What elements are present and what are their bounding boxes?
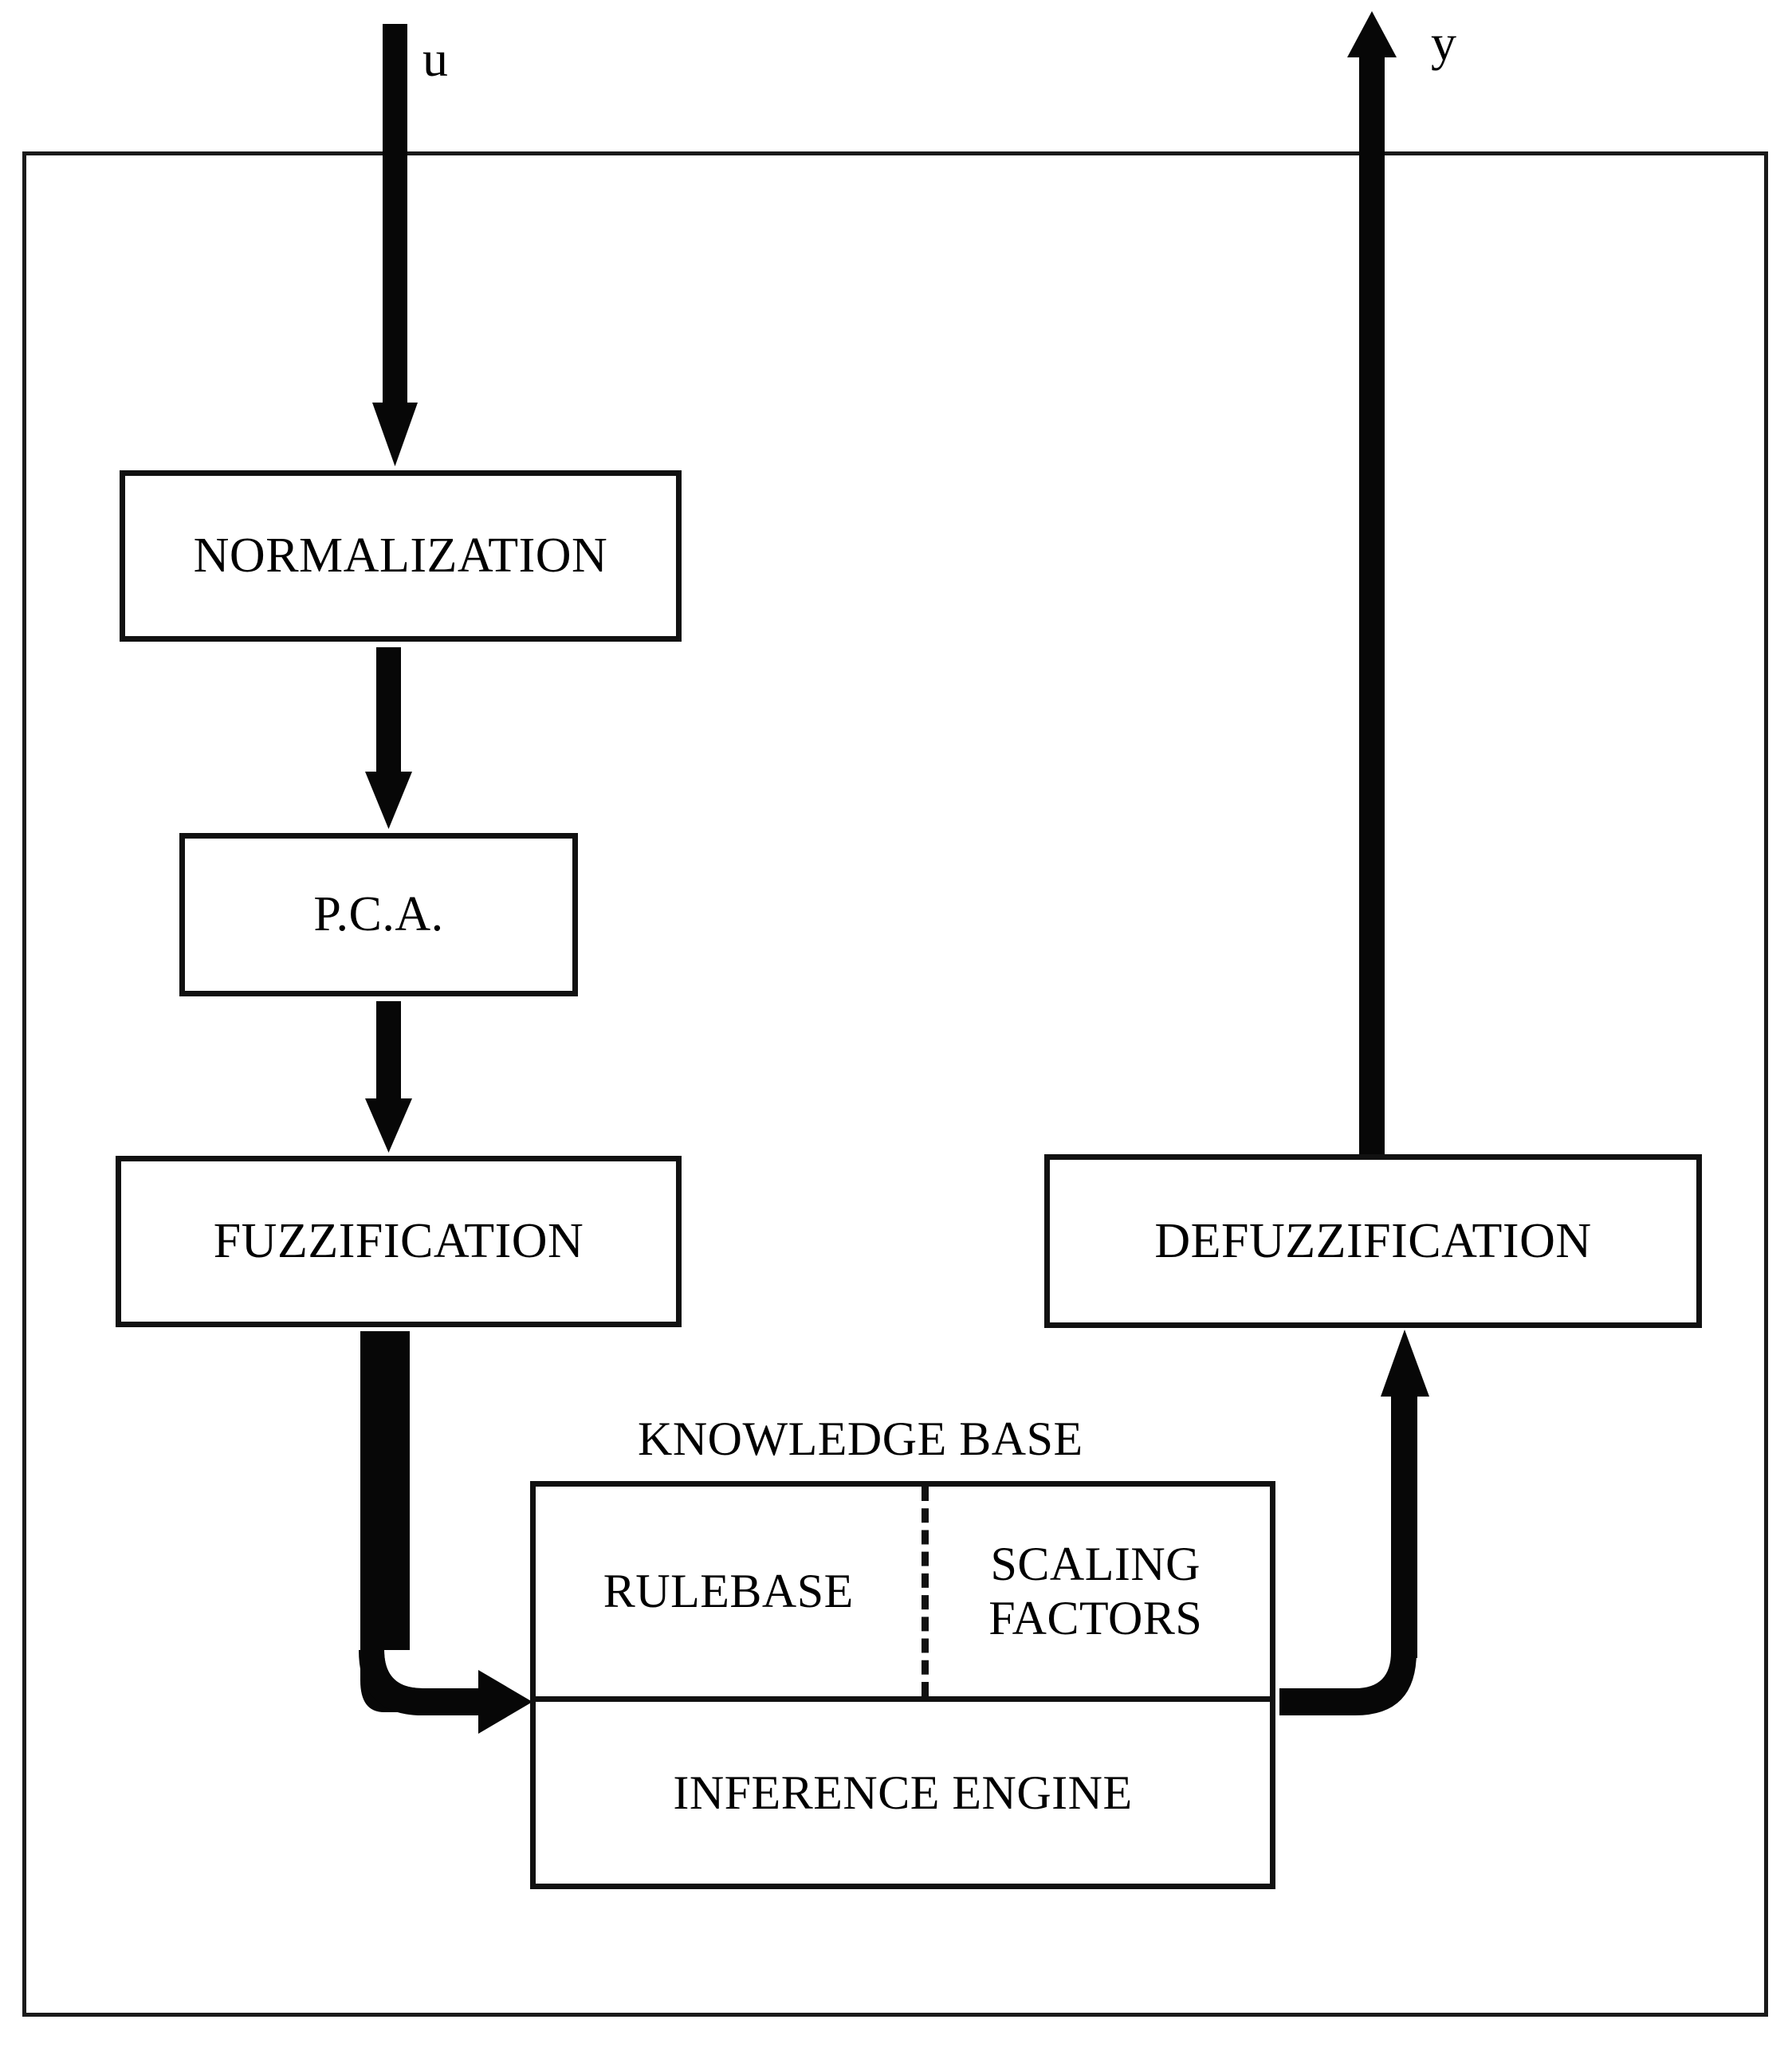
- output-signal-label: y: [1431, 14, 1456, 71]
- knowledge-base-split: RULEBASE SCALING FACTORS: [536, 1487, 1270, 1696]
- scaling-factors-line-2: FACTORS: [988, 1591, 1203, 1644]
- block-fuzzification: FUZZIFICATION: [116, 1156, 682, 1327]
- block-normalization: NORMALIZATION: [120, 470, 682, 642]
- knowledge-base-scaling-factors-cell: SCALING FACTORS: [922, 1487, 1270, 1696]
- block-pca: P.C.A.: [179, 833, 578, 996]
- scaling-factors-line-1: SCALING: [990, 1538, 1201, 1591]
- system-boundary-frame: [22, 151, 1768, 2017]
- scaling-factors-label: SCALING FACTORS: [988, 1538, 1202, 1644]
- input-signal-label: u: [422, 30, 448, 87]
- rulebase-label: RULEBASE: [603, 1564, 854, 1617]
- block-inference-engine: INFERENCE ENGINE: [530, 1702, 1275, 1889]
- knowledge-base-upper-compartment: RULEBASE SCALING FACTORS: [530, 1481, 1275, 1702]
- knowledge-base-dashed-divider: [921, 1487, 929, 1696]
- knowledge-base-rulebase-cell: RULEBASE: [536, 1487, 922, 1696]
- knowledge-base-title: KNOWLEDGE BASE: [638, 1412, 1083, 1465]
- block-defuzzification: DEFUZZIFICATION: [1044, 1154, 1702, 1328]
